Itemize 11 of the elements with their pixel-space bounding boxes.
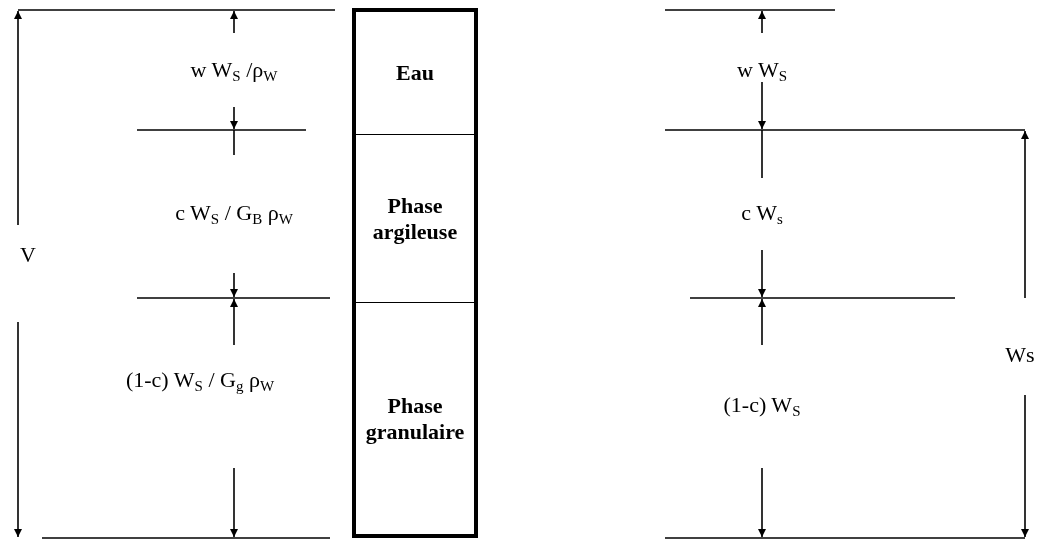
phase-name: Phase argileuse (371, 192, 459, 245)
dimension-label: (1-c) W$_{S}$ (723, 392, 801, 418)
phase-name: Phase granulaire (364, 392, 466, 445)
phase-name: Eau (396, 60, 434, 86)
dimension-label: c W$_{S}$ / G$_{B}$ ρ$_{W}$ (175, 200, 293, 226)
dimension-label: c W$_{s}$ (741, 200, 783, 226)
dimension-label: w W$_{S}$ (736, 57, 788, 83)
dimension-label: w W$_{S}$ /ρ$_{W}$ (190, 57, 278, 83)
dimension-label: V (20, 242, 36, 268)
dimension-label: (1-c) W$_{S}$ / G$_{g}$ ρ$_{W}$ (125, 367, 275, 393)
dimension-label: Ws (1005, 342, 1035, 368)
